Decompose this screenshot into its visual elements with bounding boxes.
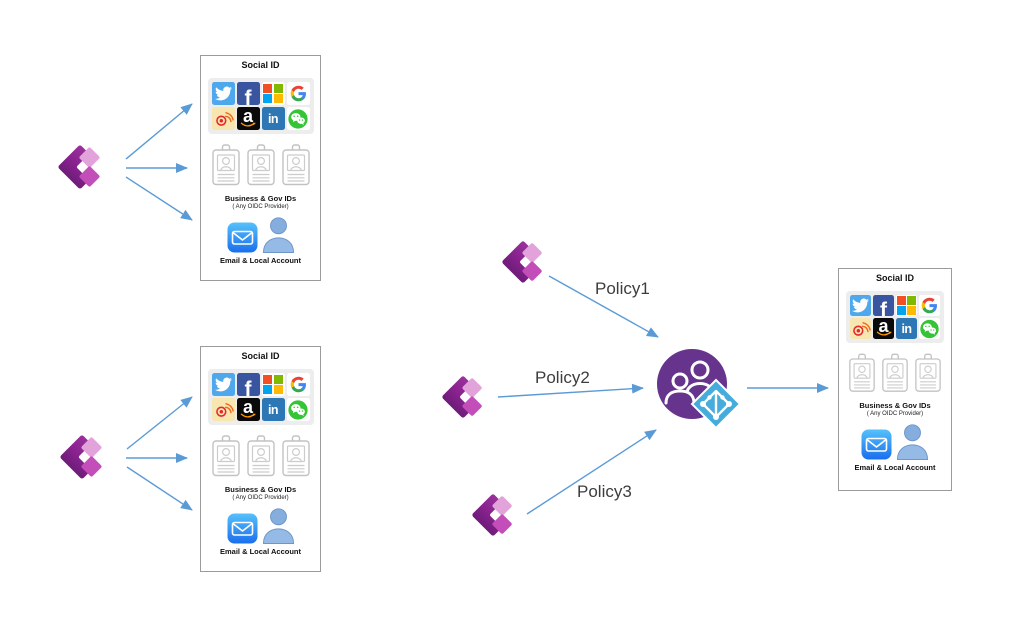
id-badges-row [848, 353, 942, 393]
arrow-app2-to-providers-bottom [126, 466, 193, 511]
id-badge-icon [881, 353, 909, 393]
social-id-panel: Social ID f a in Business & Gov IDs ( An… [200, 346, 321, 572]
panel-title: Social ID [241, 60, 280, 70]
id-badge-icon [246, 144, 276, 186]
business-gov-ids-label: Business & Gov IDs [859, 401, 931, 410]
facebook-glyph: f [244, 377, 252, 397]
id-badge-icon [848, 353, 876, 393]
email-icon [227, 513, 258, 544]
id-badges-row [211, 144, 311, 186]
email-icon [227, 222, 258, 253]
policy1-label: Policy1 [595, 279, 650, 298]
amazon-icon: a [236, 107, 260, 130]
facebook-icon: f [873, 295, 894, 316]
oidc-provider-sublabel: ( Any OIDC Provider) [232, 204, 289, 210]
policy2-label: Policy2 [535, 368, 590, 387]
linkedin-icon: in [896, 318, 917, 339]
social-id-panel-top-left: Social ID f a in Business & Gov IDs ( An… [200, 55, 321, 281]
wechat-icon [286, 398, 310, 421]
panel-title: Social ID [875, 273, 914, 283]
person-icon [262, 216, 295, 253]
person-icon [262, 507, 295, 544]
weibo-icon [850, 318, 871, 339]
oidc-provider-sublabel: ( Any OIDC Provider) [866, 411, 924, 417]
microsoft-icon [261, 82, 285, 105]
google-icon [286, 373, 310, 396]
id-badge-icon [246, 435, 276, 477]
power-apps-icon [440, 374, 486, 420]
power-apps-icon [470, 492, 516, 538]
linkedin-icon: in [261, 398, 285, 421]
id-badges-row [211, 435, 311, 477]
weibo-icon [211, 398, 235, 421]
email-local-account-label: Email & Local Account [220, 256, 301, 265]
social-id-panel: Social ID f a in Business & Gov IDs ( An… [200, 55, 321, 281]
azure-ad-b2c-icon [657, 349, 742, 430]
id-badge-icon [211, 435, 241, 477]
arrow-app1-to-providers-top [125, 103, 193, 160]
amazon-icon: a [873, 318, 894, 339]
social-providers-grid: f a in [207, 78, 314, 134]
power-apps-icon [58, 433, 106, 481]
power-apps-icon [500, 239, 546, 285]
arrow-policy2 [497, 383, 644, 398]
social-id-panel-bottom-left: Social ID f a in Business & Gov IDs ( An… [200, 346, 321, 572]
amazon-icon: a [236, 398, 260, 421]
linkedin-icon: in [261, 107, 285, 130]
facebook-icon: f [236, 373, 260, 397]
id-badge-icon [281, 144, 311, 186]
microsoft-icon [896, 295, 917, 316]
panel-title: Social ID [241, 351, 280, 361]
social-providers-grid: f a in [846, 291, 944, 343]
google-icon [286, 82, 310, 105]
azure-ad-diamond-icon [690, 378, 742, 430]
email-local-account-icons [227, 507, 295, 544]
wechat-icon [919, 318, 940, 339]
twitter-icon [850, 295, 871, 316]
id-badge-icon [281, 435, 311, 477]
arrow-app1-to-providers-bottom [125, 176, 193, 221]
facebook-glyph: f [880, 298, 887, 317]
business-gov-ids-label: Business & Gov IDs [224, 194, 297, 203]
email-icon [861, 429, 892, 460]
person-icon [896, 423, 929, 460]
power-apps-icon [56, 143, 104, 191]
amazon-glyph: a [242, 398, 253, 417]
weibo-icon [211, 107, 235, 130]
twitter-icon [211, 373, 235, 396]
wechat-icon [286, 107, 310, 130]
email-local-account-label: Email & Local Account [220, 547, 301, 556]
twitter-icon [211, 82, 235, 105]
social-id-panel: Social ID f a in Business & Gov IDs ( An… [838, 268, 952, 491]
email-local-account-icons [227, 216, 295, 253]
id-badge-icon [211, 144, 241, 186]
email-local-account-label: Email & Local Account [854, 463, 936, 472]
business-gov-ids-label: Business & Gov IDs [224, 485, 297, 494]
policy3-label: Policy3 [577, 482, 632, 501]
oidc-provider-sublabel: ( Any OIDC Provider) [232, 495, 289, 501]
social-providers-grid: f a in [207, 369, 314, 425]
linkedin-glyph: in [267, 111, 279, 126]
facebook-glyph: f [244, 86, 252, 106]
arrow-app2-to-providers-top [126, 396, 193, 450]
linkedin-glyph: in [901, 321, 912, 336]
id-badge-icon [914, 353, 942, 393]
social-id-panel-right: Social ID f a in Business & Gov IDs ( An… [838, 268, 952, 491]
amazon-glyph: a [878, 318, 889, 336]
linkedin-glyph: in [267, 402, 279, 417]
amazon-glyph: a [242, 107, 253, 126]
facebook-icon: f [236, 82, 260, 106]
microsoft-icon [261, 373, 285, 396]
google-icon [919, 295, 940, 316]
email-local-account-icons [861, 423, 929, 460]
